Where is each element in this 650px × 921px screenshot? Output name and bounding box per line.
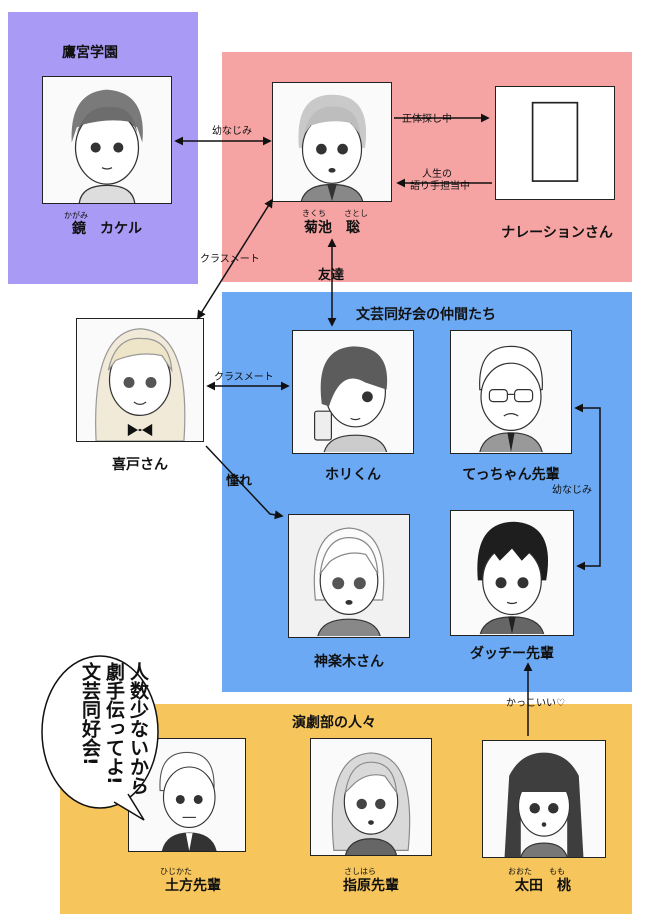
hijikata-ruby: ひじかた xyxy=(160,867,192,876)
speech-line-1: 人数少ないから xyxy=(127,662,149,795)
kido-portrait xyxy=(76,318,204,442)
rel-classmate-2: クラスメート xyxy=(214,372,274,383)
dutch-portrait xyxy=(450,510,574,636)
rel-osananajimi-top: 幼なじみ xyxy=(212,126,252,137)
tecchan-name: てっちゃん先輩 xyxy=(462,467,560,483)
bungei-title: 文芸同好会の仲間たち xyxy=(356,307,496,323)
rel-akogare: 憧れ xyxy=(226,474,253,489)
speech-line-3: 文芸同好会! xyxy=(79,662,101,766)
kido-name: 喜戸さん xyxy=(112,457,168,473)
kakeru-name: 鏡 カケル xyxy=(72,221,142,237)
ota-portrait xyxy=(482,740,606,858)
takamiya-title: 鷹宮学園 xyxy=(62,45,118,61)
kagurazaka-name: 神楽木さん xyxy=(314,654,384,670)
kagurazaka-portrait xyxy=(288,514,410,638)
kakeru-ruby: かがみ xyxy=(64,211,88,220)
rel-osananajimi-right: 幼なじみ xyxy=(552,485,592,496)
rel-classmate-1: クラスメート xyxy=(200,254,260,265)
hijikata-name: 土方先輩 xyxy=(165,878,221,894)
rel-shotai: 正体探し中 xyxy=(402,114,452,125)
satoshi-ruby-given: さとし xyxy=(344,209,368,218)
rel-kakkoii: かっこいい♡ xyxy=(506,698,565,709)
ota-name: 太田 桃 xyxy=(515,878,571,894)
speech-line-2: 劇手伝ってよ! xyxy=(103,662,125,785)
ota-ruby-family: おおた xyxy=(508,867,532,876)
kakeru-portrait xyxy=(42,76,172,204)
narration-name: ナレーションさん xyxy=(501,225,613,241)
ota-ruby-given: もも xyxy=(549,867,565,876)
engeki-title: 演劇部の人々 xyxy=(292,715,376,731)
satoshi-ruby-family: きくち xyxy=(302,209,326,218)
satoshi-name: 菊池 聡 xyxy=(304,220,360,236)
sashihara-ruby: さしはら xyxy=(344,867,376,876)
hori-portrait xyxy=(292,330,414,454)
dutch-name: ダッチー先輩 xyxy=(470,646,554,662)
rel-tomodachi: 友達 xyxy=(318,268,345,283)
narration-portrait xyxy=(495,86,615,200)
sashihara-portrait xyxy=(310,738,432,856)
sashihara-name: 指原先輩 xyxy=(343,878,399,894)
tecchan-portrait xyxy=(450,330,572,454)
rel-jinsei-2: 語り手担当中 xyxy=(410,181,470,192)
rel-jinsei-1: 人生の xyxy=(422,169,452,180)
hori-name: ホリくん xyxy=(325,467,381,483)
satoshi-portrait xyxy=(272,82,392,202)
speech-bubble: 人数少ないから 劇手伝ってよ! 文芸同好会! xyxy=(36,652,164,822)
